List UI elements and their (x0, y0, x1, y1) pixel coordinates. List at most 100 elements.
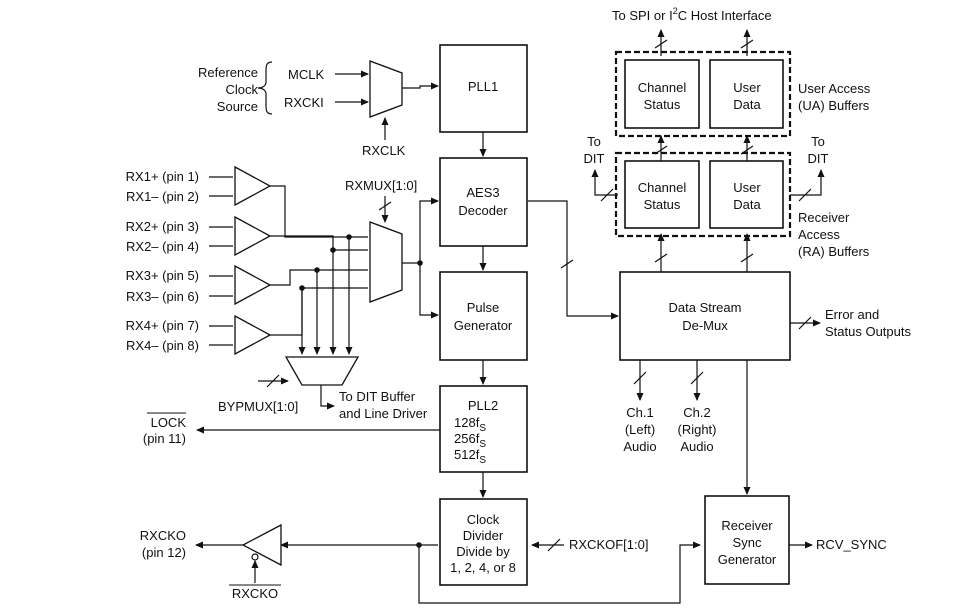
aes3-demux-wire (528, 200, 619, 320)
junction-dot (330, 247, 336, 253)
receiver-sync-generator-block: Receiver Sync Generator (704, 495, 790, 585)
ua-ud-line2: Data (733, 97, 761, 112)
divider-label-line3: Divide by (456, 544, 510, 559)
error-status-line2: Status Outputs (825, 324, 911, 339)
ch2-line3: Audio (680, 439, 713, 454)
error-status-line1: Error and (825, 307, 879, 322)
junction-dot (417, 260, 423, 266)
demux-label-line2: De-Mux (682, 318, 728, 333)
ra-ud-line1: User (733, 180, 761, 195)
ra-cs-line1: Channel (638, 180, 687, 195)
rx4-buffer (234, 314, 272, 356)
ref-clock-label-line2: Clock (225, 82, 258, 97)
aes3-label-line2: Decoder (458, 203, 508, 218)
bus-slash (690, 371, 704, 385)
rxckof-label: RXCKOF[1:0] (569, 537, 648, 552)
rxcko-output-buffer (241, 523, 282, 567)
ua-cs-line2: Status (644, 97, 681, 112)
pll1-label: PLL1 (468, 79, 498, 94)
pll2-label: PLL2 (468, 398, 498, 413)
rx3-wire (270, 269, 368, 286)
rx4-wire (270, 287, 368, 336)
pulse-label-line2: Generator (454, 318, 513, 333)
ch1-line3: Audio (623, 439, 656, 454)
divider-label-line4: 1, 2, 4, or 8 (450, 560, 516, 575)
bypmux-label: BYPMUX[1:0] (218, 399, 298, 414)
dit-buffer-label-line2: and Line Driver (339, 406, 428, 421)
mclk-label: MCLK (288, 67, 324, 82)
ua-buffers-label-line2: (UA) Buffers (798, 98, 870, 113)
pll2-block: PLL2 128fS 256fS 512fS (439, 385, 528, 473)
bus-slash (740, 39, 754, 49)
ua-buffers-group (614, 50, 792, 138)
bypass-out-wire (320, 385, 335, 410)
ch1-line2: (Left) (625, 422, 655, 437)
lock-pin-label: (pin 11) (143, 431, 186, 446)
clkmux-pll1-wire (402, 82, 439, 90)
bus-slash (547, 538, 561, 552)
demux-label-line1: Data Stream (669, 300, 742, 315)
ua-ud-line1: User (733, 80, 761, 95)
rx1n-label: RX1– (pin 2) (126, 189, 199, 204)
ra-buffers-label-line3: (RA) Buffers (798, 244, 870, 259)
ra-buffers-group (614, 151, 792, 238)
rxcko-bar-label: RXCKO (232, 586, 278, 601)
pll2-256fs: 256fS (454, 431, 486, 450)
to-dit-right-line1: To (811, 134, 825, 149)
rxmux-aes3-wire (419, 197, 439, 263)
ra-cs-line2: Status (644, 197, 681, 212)
ra-ud-line2: Data (733, 197, 761, 212)
wires (195, 29, 825, 604)
divider-label-line1: Clock (467, 512, 500, 527)
rcv-sync-label: RCV_SYNC (816, 537, 887, 552)
sync-clock-wire (418, 541, 701, 604)
aes3-decoder-block: AES3 Decoder (439, 157, 528, 247)
reference-clock-brace (257, 61, 273, 115)
rx2p-label: RX2+ (pin 3) (126, 219, 199, 234)
rx2-buffer (234, 215, 272, 257)
rxcko-label: RXCKO (140, 528, 186, 543)
pulse-generator-block: Pulse Generator (439, 271, 528, 361)
to-dit-right-wire (790, 169, 825, 196)
rx1-buffer (234, 165, 272, 207)
rx2-wire (270, 235, 368, 251)
ch2-line2: (Right) (677, 422, 716, 437)
ch1-line1: Ch.1 (626, 405, 653, 420)
ref-clock-label-line3: Source (217, 99, 258, 114)
aes3-label-line1: AES3 (466, 185, 499, 200)
bus-slash (633, 371, 647, 385)
divider-label-line2: Divider (463, 528, 504, 543)
to-dit-right-line2: DIT (808, 151, 829, 166)
junction-dot (314, 267, 320, 273)
junction-dot (299, 285, 305, 291)
to-dit-left-wire (591, 169, 618, 196)
clock-divider-block: Clock Divider Divide by 1, 2, 4, or 8 (439, 498, 528, 586)
rxcko-pin-label: (pin 12) (142, 545, 186, 560)
ua-channel-status-block: Channel Status (624, 59, 700, 129)
sync-label-line1: Receiver (721, 518, 773, 533)
pll1-block: PLL1 (439, 44, 528, 133)
junction-dot (416, 542, 422, 548)
bypass-mux (284, 356, 360, 386)
bus-slash (740, 253, 754, 263)
bus-slash (798, 316, 812, 330)
lock-label: LOCK (151, 415, 187, 430)
dit-buffer-label-line1: To DIT Buffer (339, 389, 416, 404)
bus-slash (798, 188, 812, 202)
ra-user-data-block: User Data (709, 160, 784, 229)
clock-source-mux (369, 60, 403, 118)
rx2n-label: RX2– (pin 4) (126, 239, 199, 254)
bus-slash (266, 374, 280, 388)
host-interface-label: To SPI or I2C Host Interface (612, 6, 772, 23)
rx1p-label: RX1+ (pin 1) (126, 169, 199, 184)
bus-slash (654, 253, 668, 263)
ra-buffers-label-line1: Receiver (798, 210, 850, 225)
junction-dot (346, 234, 352, 240)
rx3n-label: RX3– (pin 6) (126, 289, 199, 304)
rxmux-label: RXMUX[1:0] (345, 178, 417, 193)
to-dit-left-line2: DIT (584, 151, 605, 166)
sync-label-line3: Generator (718, 552, 777, 567)
pll2-512fs: 512fS (454, 447, 486, 466)
data-stream-demux-block: Data Stream De-Mux (619, 271, 791, 361)
